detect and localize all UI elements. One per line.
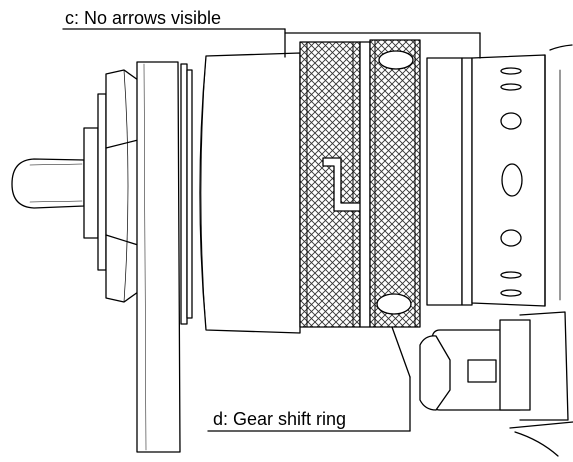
- spacer-ring: [186, 69, 193, 319]
- knurled-ring-left: [299, 41, 361, 328]
- callout-c-label: c: No arrows visible: [65, 8, 221, 28]
- plain-ring: [426, 57, 463, 306]
- gear-shift-ring: [369, 39, 421, 328]
- lever-mechanism: [419, 311, 569, 421]
- outer-edge-curve: [549, 44, 573, 51]
- plain-ring-band: [461, 57, 473, 306]
- ring-gap: [359, 41, 371, 328]
- washer: [97, 93, 107, 271]
- housing-body: [199, 52, 301, 334]
- callout-d-leader: [207, 326, 411, 432]
- collar: [83, 127, 99, 239]
- callout-d-label: d: Gear shift ring: [213, 409, 346, 429]
- input-shaft: [11, 158, 85, 209]
- base-line: [509, 421, 573, 429]
- scale-ring: [471, 54, 546, 307]
- base-arc: [514, 431, 559, 457]
- hex-nut: [105, 69, 139, 303]
- callout-c-bracket: [62, 28, 481, 59]
- mounting-plate: [136, 61, 181, 453]
- spacer-ring: [180, 63, 188, 325]
